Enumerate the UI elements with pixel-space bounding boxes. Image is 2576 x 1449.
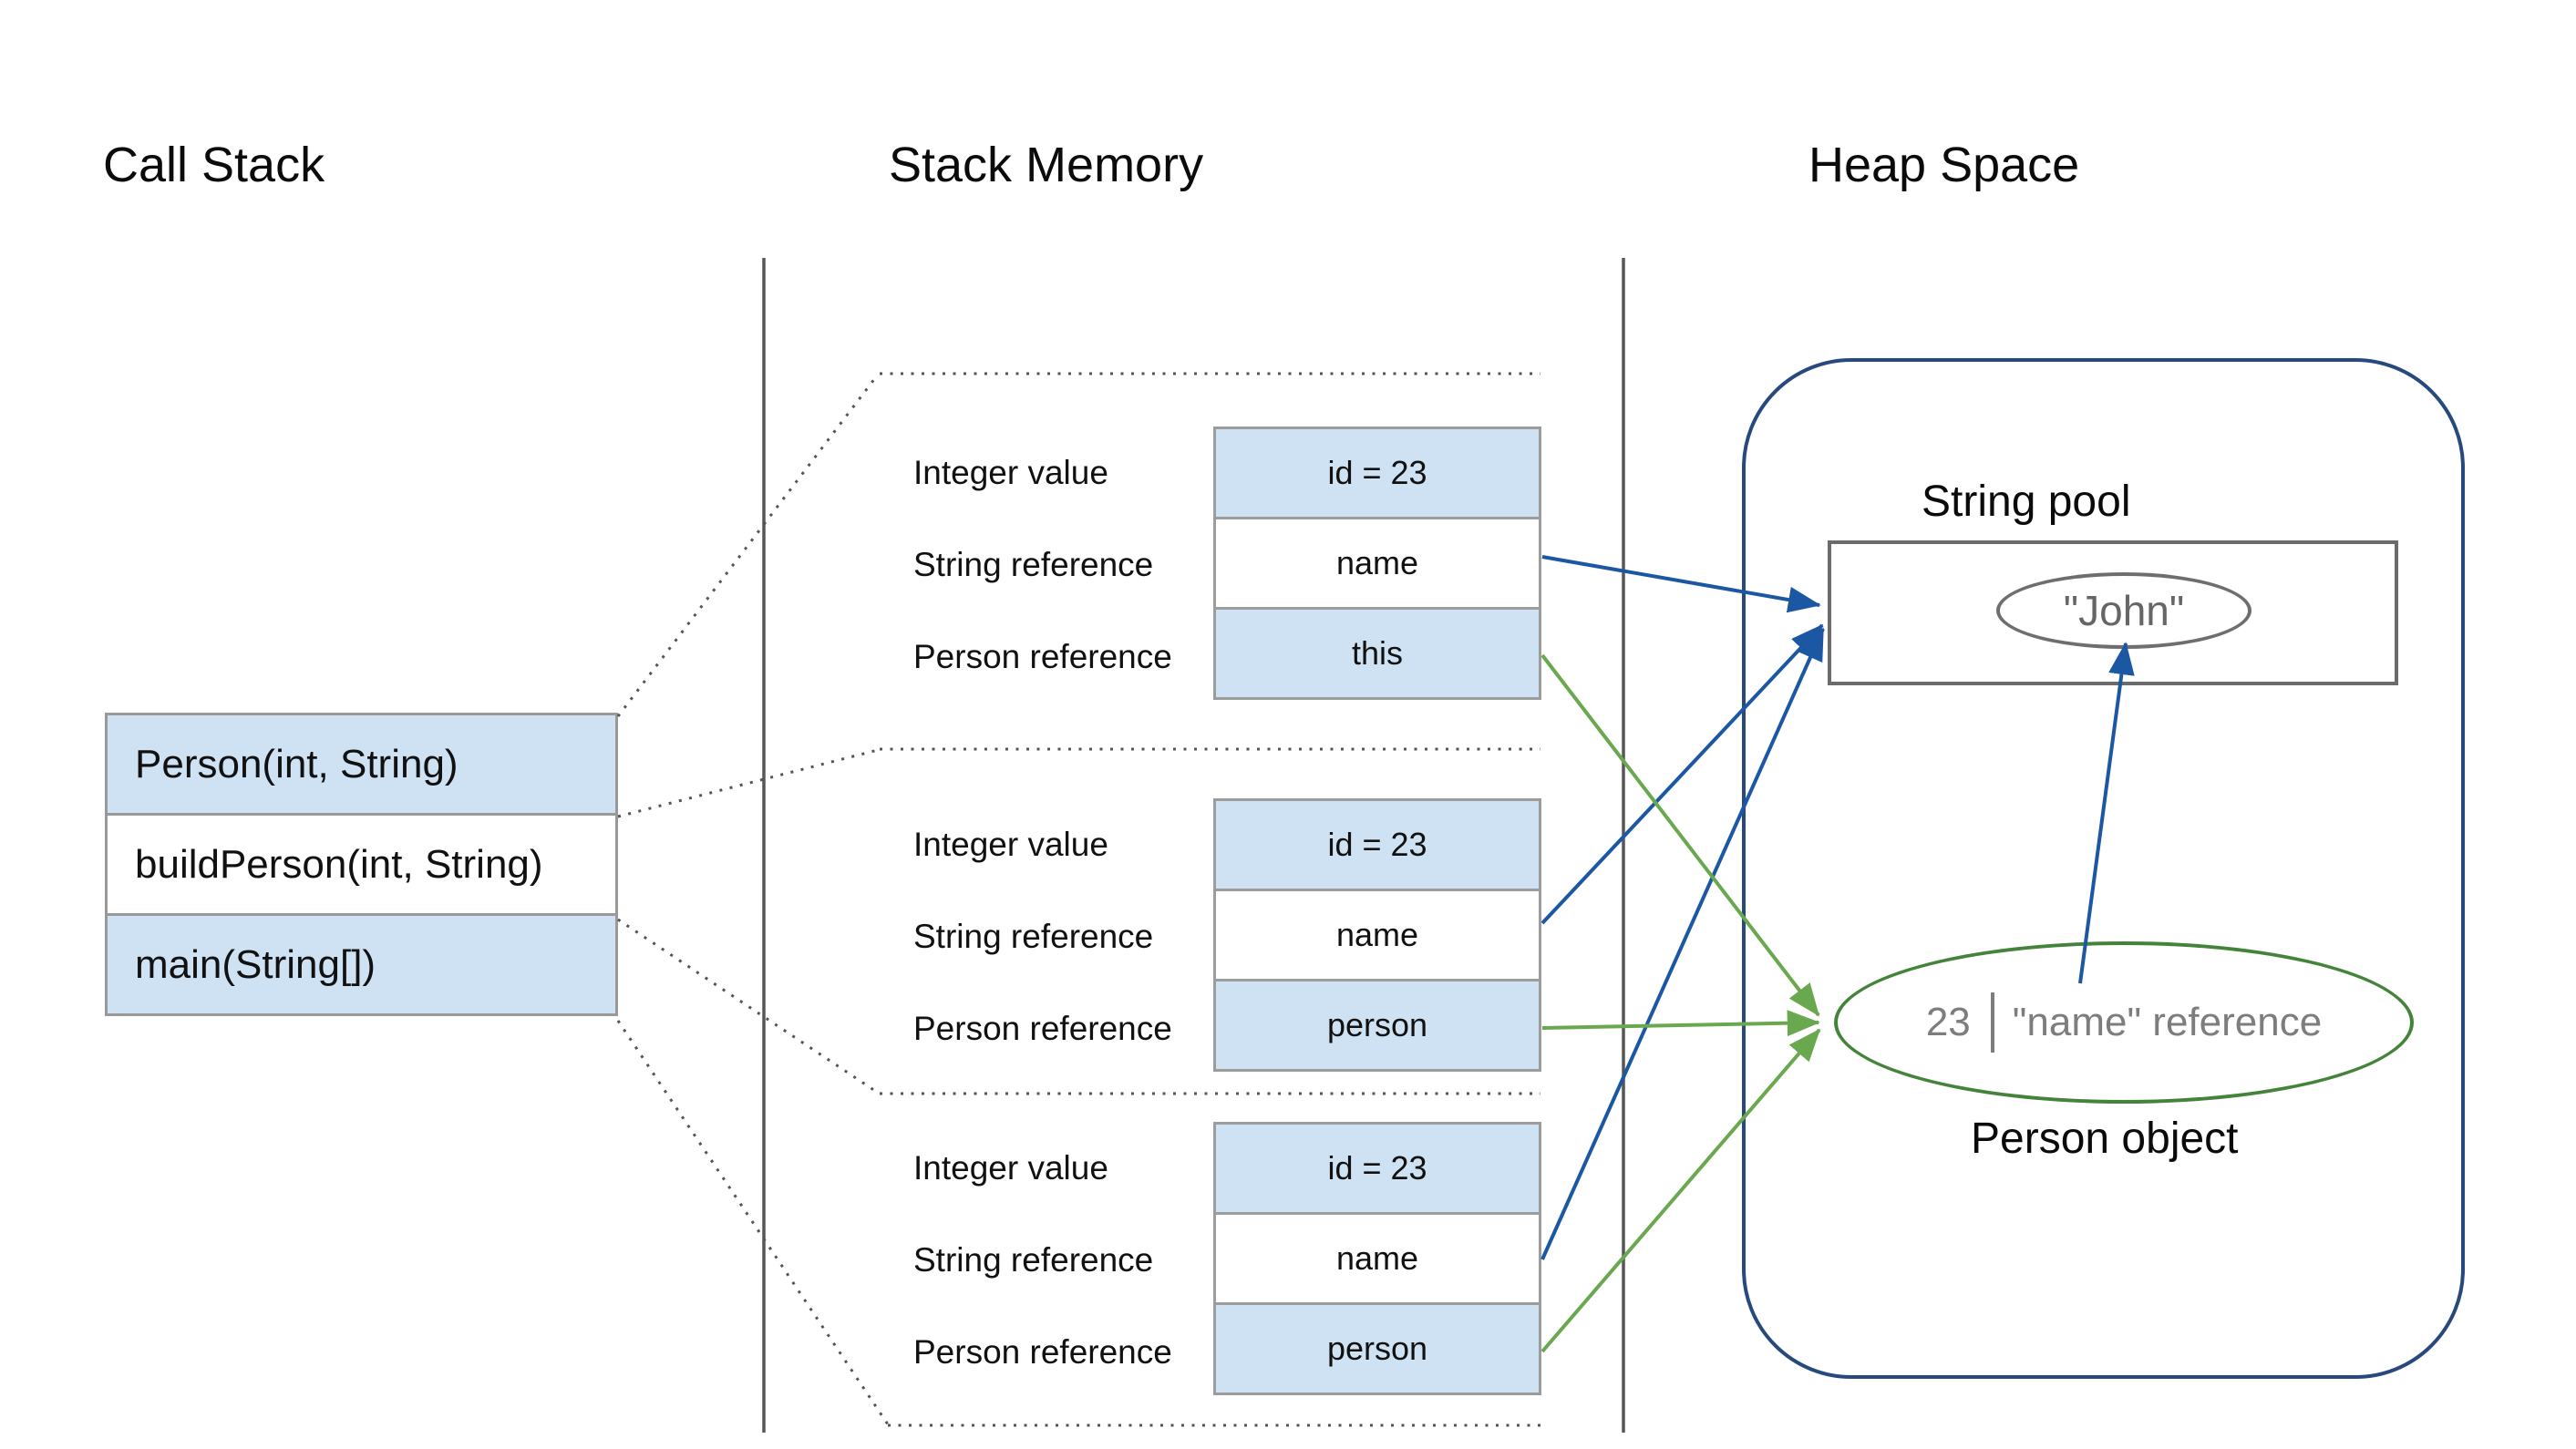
variable-cell: name [1213, 889, 1541, 981]
call-stack-frame-person-constructor: Person(int, String) [105, 713, 618, 816]
variable-cell: person [1213, 1302, 1541, 1395]
stack-frame-3-labels: Integer value String reference Person re… [913, 1122, 1205, 1398]
call-stack-frame-buildperson: buildPerson(int, String) [105, 813, 618, 916]
row-label: Person reference [913, 637, 1172, 675]
call-stack-frame-main: main(String[]) [105, 913, 618, 1016]
call-stack-box: Person(int, String) buildPerson(int, Str… [105, 713, 618, 1016]
string-pool-label: String pool [1922, 478, 2131, 526]
stack-memory-header: Stack Memory [889, 138, 1204, 192]
field-divider [1990, 992, 1994, 1053]
stack-frame-2-values: id = 23 name person [1213, 798, 1541, 1072]
person-object-ellipse: 23 "name" reference [1834, 941, 2414, 1104]
call-stack-header: Call Stack [103, 138, 325, 192]
stack-frame-1-labels: Integer value String reference Person re… [913, 426, 1205, 703]
row-label: Integer value [913, 453, 1108, 491]
row-label: Person reference [913, 1009, 1172, 1047]
call-stack-to-frame3-dotted-connector [617, 918, 879, 1094]
row-label: String reference [913, 1240, 1154, 1279]
variable-cell: person [1213, 979, 1541, 1072]
person-object-id: 23 [1925, 1000, 1971, 1044]
row-label: String reference [913, 917, 1154, 955]
variable-cell: name [1213, 517, 1541, 610]
variable-cell: id = 23 [1213, 798, 1541, 891]
stack-frame-3-values: id = 23 name person [1213, 1122, 1541, 1395]
variable-cell: this [1213, 607, 1541, 700]
row-label: String reference [913, 545, 1154, 583]
variable-cell: id = 23 [1213, 426, 1541, 519]
variable-cell: id = 23 [1213, 1122, 1541, 1215]
call-stack-to-frame2-dotted-connector [617, 748, 879, 818]
call-stack-to-frame1-dotted-connector [616, 374, 880, 717]
row-label: Integer value [913, 825, 1108, 863]
stack-frame-1-values: id = 23 name this [1213, 426, 1541, 700]
string-literal-ellipse: "John" [1996, 572, 2251, 649]
heap-space-header: Heap Space [1808, 138, 2080, 192]
person-object-name-reference: "name" reference [2012, 1000, 2323, 1044]
variable-cell: name [1213, 1212, 1541, 1305]
row-label: Integer value [913, 1148, 1108, 1187]
row-label: Person reference [913, 1332, 1172, 1371]
stack-frame-2-labels: Integer value String reference Person re… [913, 798, 1205, 1074]
call-stack-to-frame4-dotted-connector [616, 1020, 890, 1425]
person-object-label: Person object [1971, 1115, 2239, 1163]
